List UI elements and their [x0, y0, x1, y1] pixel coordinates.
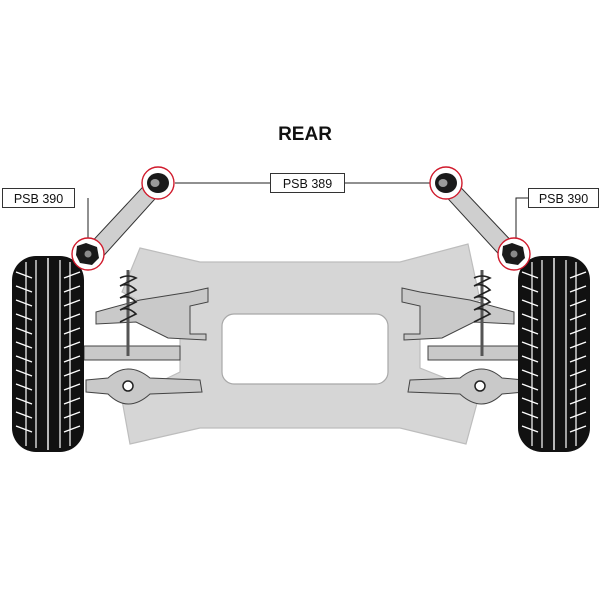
left-trailing-arm	[83, 345, 181, 361]
rear-subframe	[121, 243, 481, 445]
right-rear-tyre	[518, 256, 590, 452]
leader-lines	[87, 182, 528, 238]
right-upper-bush-highlight	[429, 166, 463, 200]
diagram-title: REAR	[278, 124, 332, 145]
part-label-top-link: PSB 389	[270, 173, 345, 193]
right-trailing-arm	[427, 345, 525, 361]
left-rear-tyre	[12, 256, 84, 452]
right-hub-carrier	[407, 368, 525, 405]
left-lower-control-arm	[95, 287, 209, 341]
left-lower-bush-highlight	[71, 237, 105, 271]
left-hub-carrier	[85, 368, 203, 405]
left-coil-spring	[119, 270, 138, 356]
part-label-left-link: PSB 390	[2, 188, 75, 208]
right-lower-bush-highlight	[497, 237, 531, 271]
left-upper-bush-highlight	[141, 166, 175, 200]
part-label-right-link: PSB 390	[528, 188, 599, 208]
right-coil-spring	[473, 270, 492, 356]
